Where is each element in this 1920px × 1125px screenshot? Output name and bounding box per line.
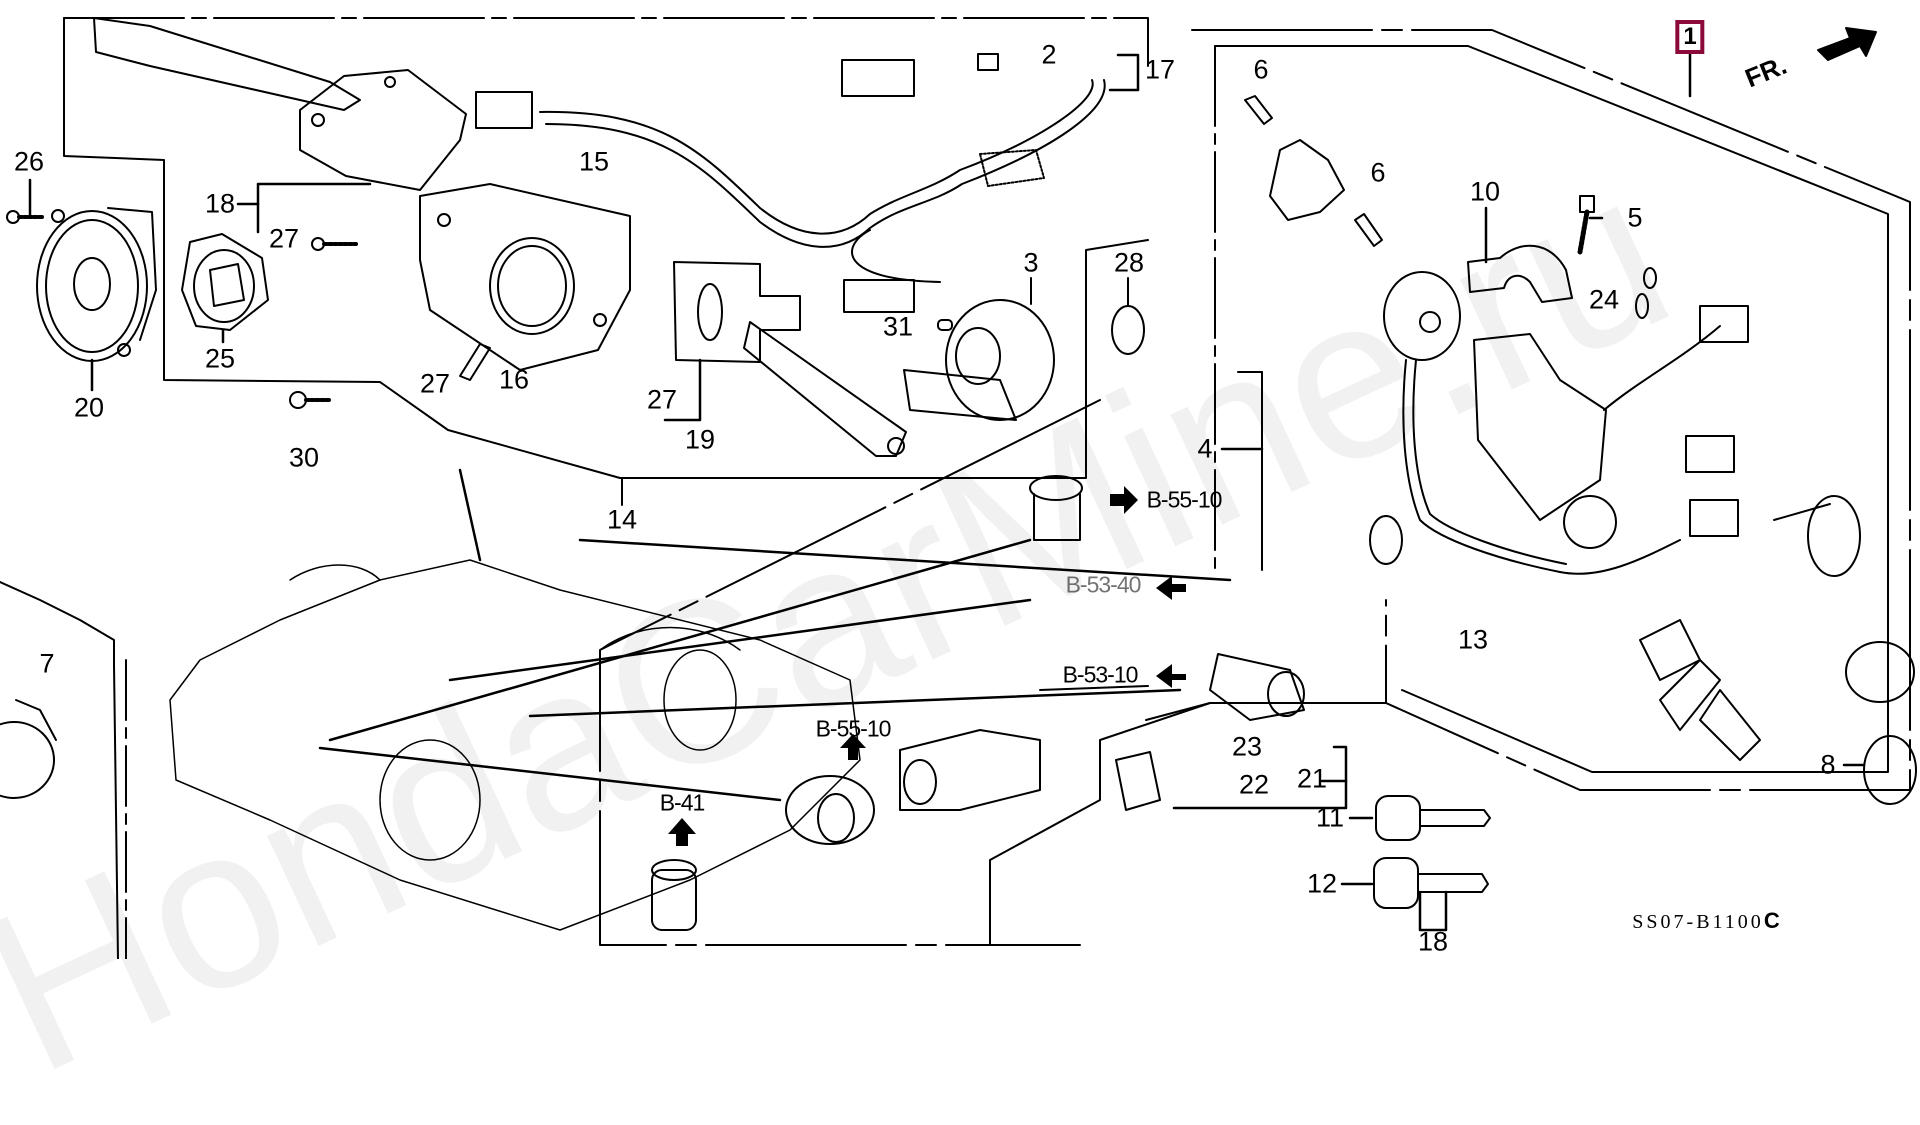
callout-6[interactable]: 6 xyxy=(1370,157,1386,188)
figure-code-suffix: C xyxy=(1763,908,1780,933)
callout-6[interactable]: 6 xyxy=(1253,54,1269,85)
part-fuel-lid-lock[interactable] xyxy=(651,859,697,931)
car-outline xyxy=(169,559,861,931)
callout-27[interactable]: 27 xyxy=(646,384,678,415)
part-bracket-16[interactable] xyxy=(459,343,491,381)
ref-b-55-10[interactable]: B-55-10 xyxy=(1146,486,1223,513)
part-screw-26[interactable] xyxy=(6,210,44,224)
part-clip-28[interactable] xyxy=(1111,277,1145,355)
part-turn-signal-switch[interactable] xyxy=(93,17,467,191)
callout-19[interactable]: 19 xyxy=(684,424,716,455)
callout-25[interactable]: 25 xyxy=(204,343,236,374)
underline-b-53-10 xyxy=(1039,685,1149,691)
callout-27[interactable]: 27 xyxy=(268,223,300,254)
part-cylinder-cover[interactable] xyxy=(1269,139,1345,221)
ref-b-53-40[interactable]: B-53-40 xyxy=(1065,571,1142,598)
part-pin-24[interactable] xyxy=(1635,267,1657,319)
callout-24[interactable]: 24 xyxy=(1588,284,1620,315)
figure-code-text: SS07-B1100 xyxy=(1632,911,1764,933)
callout-28[interactable]: 28 xyxy=(1113,247,1145,278)
callout-18[interactable]: 18 xyxy=(204,188,236,219)
frame-key-cylinder-set xyxy=(1191,29,1911,791)
part-key-ring-8[interactable] xyxy=(1845,641,1917,805)
arrow-up-icon xyxy=(840,734,866,760)
part-lighting-switch[interactable] xyxy=(673,261,907,457)
callout-22[interactable]: 22 xyxy=(1238,769,1270,800)
callout-4[interactable]: 4 xyxy=(1197,433,1213,464)
callout-30[interactable]: 30 xyxy=(288,442,320,473)
front-arrow-icon xyxy=(1817,27,1877,61)
part-door-lock-cylinder[interactable] xyxy=(1029,475,1083,541)
part-cable-reel[interactable] xyxy=(36,207,157,362)
callout-20[interactable]: 20 xyxy=(73,392,105,423)
part-bulb-31[interactable] xyxy=(937,319,953,331)
arrow-left-icon xyxy=(1156,664,1186,688)
part-lock-body-21[interactable] xyxy=(1115,751,1161,811)
part-trunk-lock-cylinder[interactable] xyxy=(1209,653,1305,721)
callout-16[interactable]: 16 xyxy=(498,364,530,395)
part-key-11[interactable] xyxy=(1375,795,1491,841)
part-screw-27a[interactable] xyxy=(311,237,358,251)
arrow-left-icon xyxy=(1156,576,1186,600)
callout-14[interactable]: 14 xyxy=(606,504,638,535)
part-cancel-sleeve[interactable] xyxy=(181,233,269,331)
callout-10[interactable]: 10 xyxy=(1469,176,1501,207)
callout-27[interactable]: 27 xyxy=(419,368,451,399)
callout-1[interactable]: 1 xyxy=(1675,20,1705,54)
ref-b-53-10[interactable]: B-53-10 xyxy=(1062,661,1139,688)
frame-door-trunk-locks xyxy=(599,399,1387,946)
callout-18[interactable]: 18 xyxy=(1417,926,1449,957)
callout-5[interactable]: 5 xyxy=(1627,202,1643,233)
callout-23[interactable]: 23 xyxy=(1231,731,1263,762)
callout-31[interactable]: 31 xyxy=(882,311,914,342)
ref-b-41[interactable]: B-41 xyxy=(659,789,706,816)
callout-8[interactable]: 8 xyxy=(1820,749,1836,780)
callout-2[interactable]: 2 xyxy=(1041,39,1057,70)
figure-code: SS07-B1100C xyxy=(1632,908,1779,934)
part-harness-clamp[interactable] xyxy=(1369,515,1403,565)
part-ignition-switch-4[interactable] xyxy=(1383,271,1749,575)
part-door-lock[interactable] xyxy=(899,729,1041,811)
callout-26[interactable]: 26 xyxy=(13,146,45,177)
part-harness-17[interactable] xyxy=(475,53,1106,313)
part-key-set[interactable] xyxy=(1639,619,1761,761)
callout-21[interactable]: 21 xyxy=(1296,763,1328,794)
leader-lines xyxy=(28,52,1866,932)
ref-b-55-10[interactable]: B-55-10 xyxy=(815,715,892,742)
callout-12[interactable]: 12 xyxy=(1306,868,1338,899)
frame-left-partial xyxy=(0,581,127,959)
callout-3[interactable]: 3 xyxy=(1023,247,1039,278)
part-screw-6a[interactable] xyxy=(1244,95,1273,125)
part-bolt-30[interactable] xyxy=(289,391,332,409)
part-key-12[interactable] xyxy=(1373,857,1489,909)
callout-7[interactable]: 7 xyxy=(39,648,55,679)
part-door-lock-gasket[interactable] xyxy=(785,775,875,845)
part-cylinder-7[interactable] xyxy=(0,699,57,799)
part-switch-body[interactable] xyxy=(419,183,631,371)
part-harness-tie[interactable] xyxy=(1773,495,1861,577)
frame-combination-switch-group xyxy=(63,17,1149,506)
arrow-up-icon xyxy=(668,818,696,846)
part-switch-base-3[interactable] xyxy=(903,277,1055,421)
parts-diagram xyxy=(0,17,1917,959)
callout-11[interactable]: 11 xyxy=(1315,802,1345,833)
part-bolt-5[interactable] xyxy=(1577,195,1595,255)
arrow-right-icon xyxy=(1110,486,1138,514)
part-screw-6b[interactable] xyxy=(1354,213,1383,247)
callout-13[interactable]: 13 xyxy=(1457,624,1489,655)
callout-15[interactable]: 15 xyxy=(578,146,610,177)
part-bracket-10[interactable] xyxy=(1467,244,1573,303)
callout-17[interactable]: 17 xyxy=(1144,54,1176,85)
